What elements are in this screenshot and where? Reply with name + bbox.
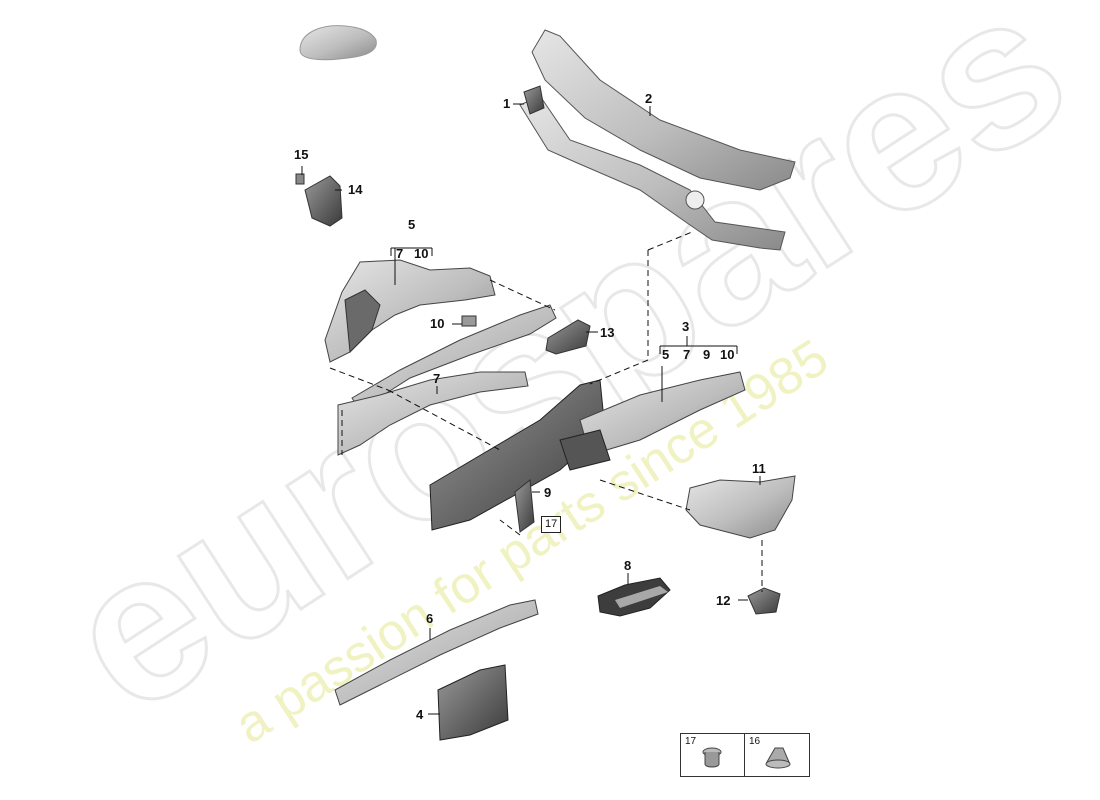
plug-fastener-icon [702,747,722,768]
callout-2: 2 [645,91,653,106]
legend-cell-16: 16 [745,734,808,776]
part-5-wheel-arch-panel [324,259,496,363]
part-15-clip [295,173,305,185]
callout-12: 12 [716,593,731,608]
callout-13: 13 [600,325,615,340]
callout-10: 10 [430,316,445,331]
part-6-rail [334,599,539,706]
part-12-mount [747,587,781,615]
part-13-bracket [545,319,591,355]
callout-15: 15 [294,147,309,162]
part-11-bracket [685,475,796,539]
callout-5: 5 [408,217,416,232]
callout-4: 4 [416,707,424,722]
callout-14: 14 [348,182,363,197]
leader-lines [301,103,761,715]
part-3-longitudinal-member [429,371,746,531]
callout-9: 9 [544,485,552,500]
part-4-reinforcement [437,664,509,741]
group3-sub-5: 5 [662,347,670,362]
clip-fastener-icon [765,747,791,769]
callout-1: 1 [503,96,511,111]
legend-number-16: 16 [749,736,761,747]
part-10-clip [461,315,477,327]
callout-7: 7 [433,371,441,386]
callout-3: 3 [682,319,690,334]
part-14-bracket [304,175,343,227]
group3-sub-10: 10 [720,347,735,362]
fastener-legend: 17 16 [680,733,810,777]
part-1-bracket [523,85,545,115]
vehicle-silhouette-icon [299,25,377,61]
callout-11: 11 [752,461,766,476]
boxed-ref-17: 17 [541,516,562,533]
group3-sub-7: 7 [683,347,691,362]
part-2-upper-crossmember [519,29,796,251]
part-9-bracket [514,479,535,533]
group5-sub-7: 7 [396,246,404,261]
part-7-upper-rail [337,304,557,456]
callout-8: 8 [624,558,632,573]
callout-6: 6 [426,611,434,626]
part-8-panel [597,577,671,617]
assembly-dashed-lines [329,231,763,592]
legend-number-17: 17 [685,736,697,747]
legend-cell-17: 17 [681,734,745,776]
group3-sub-9: 9 [703,347,711,362]
group5-sub-10: 10 [414,246,429,261]
